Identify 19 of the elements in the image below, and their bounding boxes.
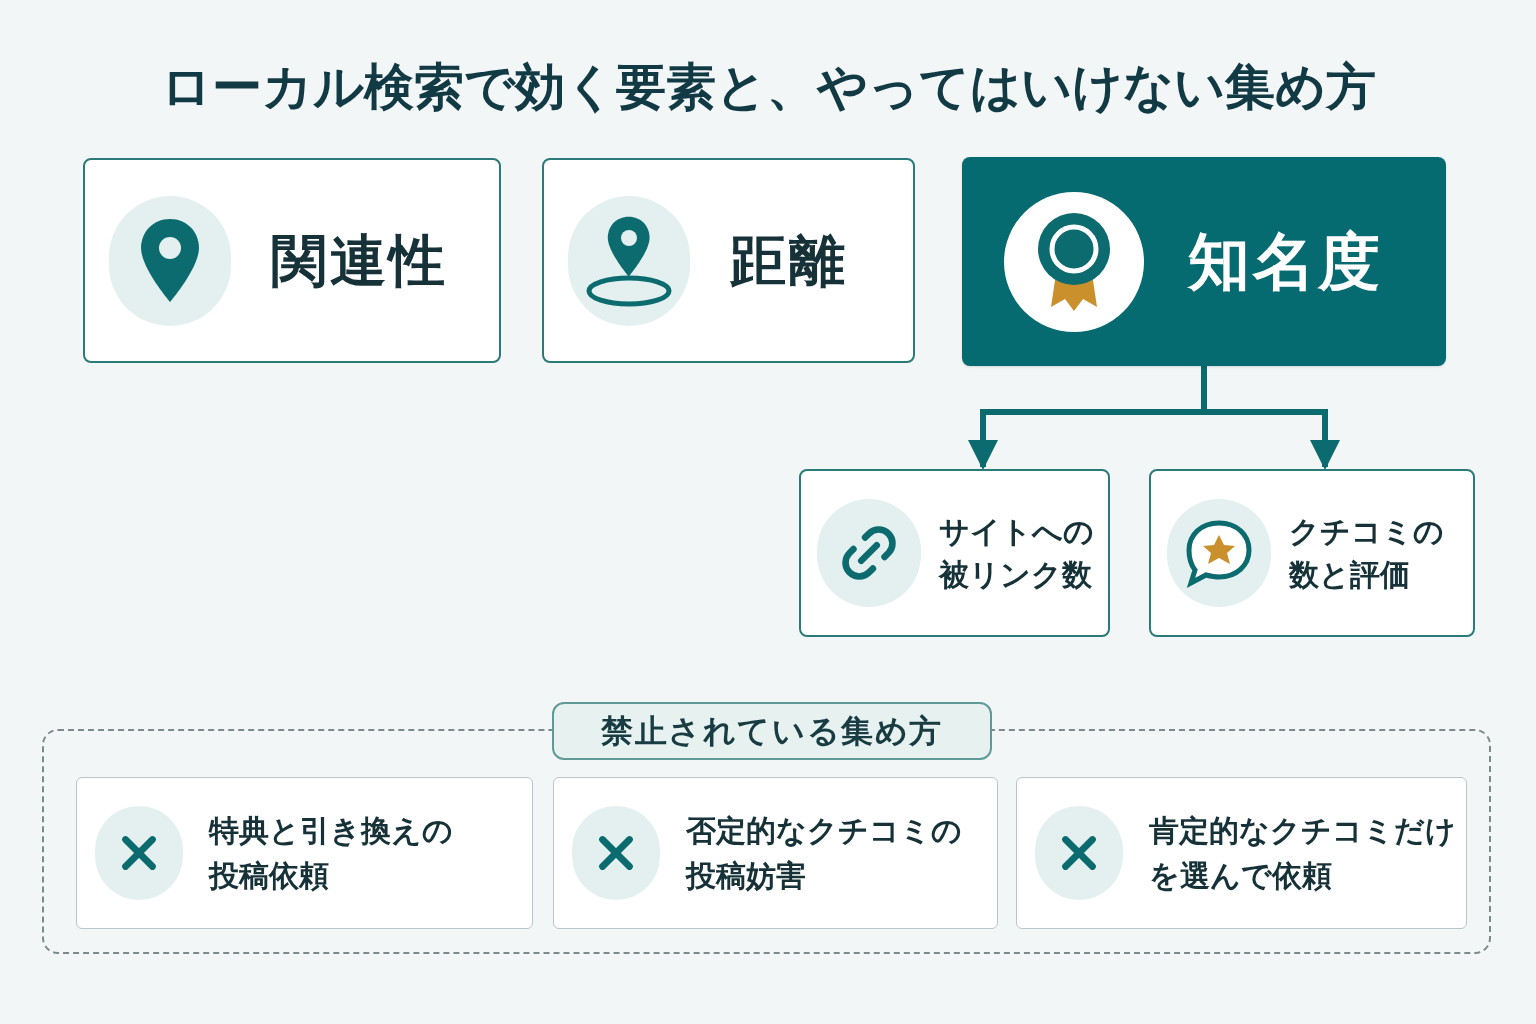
- card-label: 特典と引き換えの投稿依頼: [209, 812, 454, 895]
- prohibited-item-card: [553, 777, 998, 929]
- card-label: クチコミの数と評価: [1289, 512, 1445, 594]
- factor-card: [799, 469, 1110, 637]
- factor-card: [1149, 469, 1475, 637]
- section-heading: 禁止されている集め方: [552, 702, 992, 760]
- card-label: 距離: [730, 226, 848, 295]
- factor-card: [542, 158, 915, 363]
- card-label: 関連性: [271, 226, 448, 295]
- card-label: 知名度: [1188, 224, 1384, 300]
- card-label: 否定的なクチコミの投稿妨害: [686, 812, 962, 895]
- card-label: 肯定的なクチコミだけを選んで依頼: [1149, 812, 1457, 895]
- card-label: サイトへの被リンク数: [939, 512, 1095, 594]
- title: ローカル検索で効く要素と、やってはいけない集め方: [159, 57, 1377, 118]
- factor-card: [83, 158, 501, 363]
- connector-arrow: [1201, 366, 1340, 470]
- prohibited-item-card: [1016, 777, 1467, 929]
- factor-card: [962, 157, 1446, 366]
- prohibited-item-card: [76, 777, 533, 929]
